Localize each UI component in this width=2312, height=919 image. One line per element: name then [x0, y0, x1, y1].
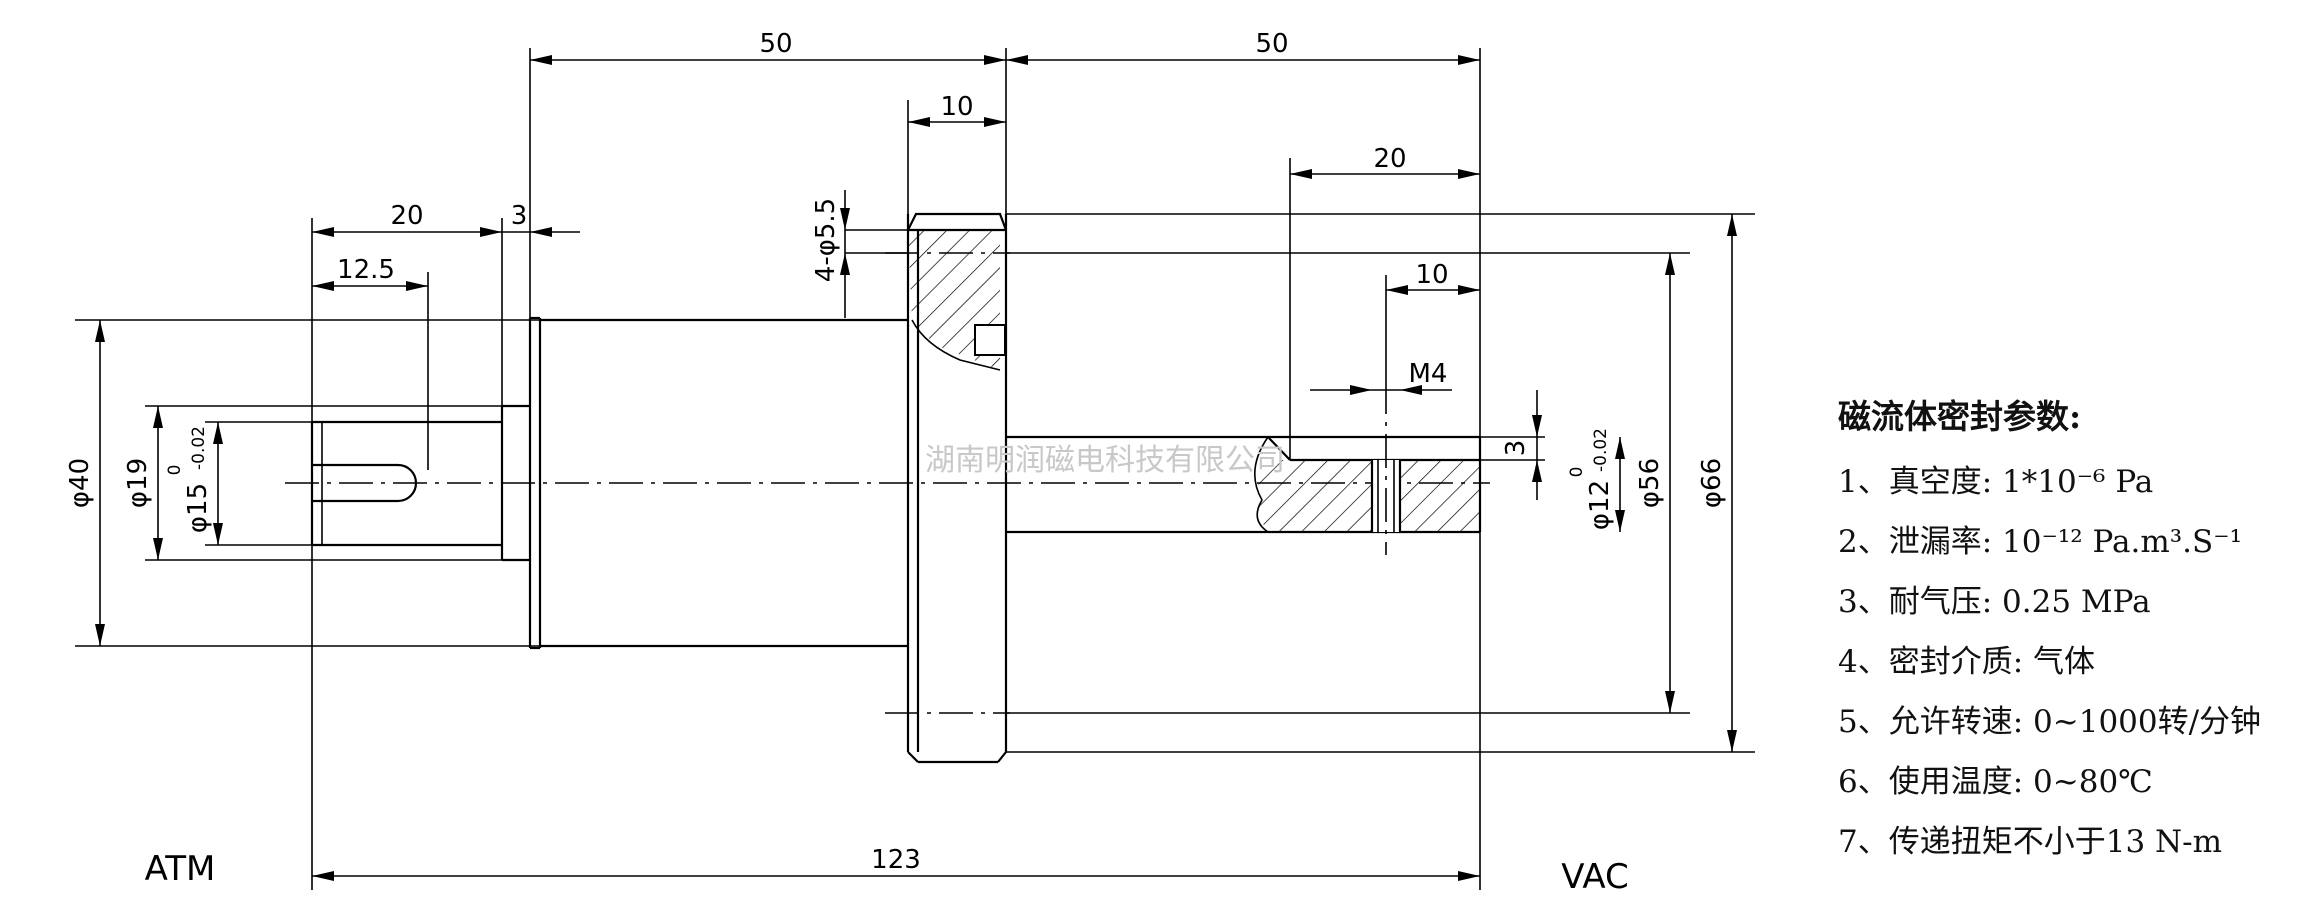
housing-body: [538, 318, 908, 648]
dim-3-left: 3: [511, 201, 528, 231]
dim-m4: M4: [1409, 359, 1448, 389]
dim-20-left: 20: [390, 201, 423, 231]
dim-phi15-tol-lower: -0.02: [189, 426, 209, 470]
dim-12-5: 12.5: [337, 255, 395, 285]
param-temperature: 6、使用温度: 0~80℃: [1838, 764, 2153, 800]
dim-phi56: φ56: [1635, 458, 1665, 508]
dim-phi12-tol-lower: -0.02: [1591, 428, 1611, 472]
param-pressure: 3、耐气压: 0.25 MPa: [1838, 584, 2151, 620]
dim-phi19: φ19: [123, 458, 153, 508]
param-vacuum: 1、真空度: 1*10⁻⁶ Pa: [1838, 464, 2154, 500]
dim-123: 123: [871, 845, 921, 875]
company-watermark: 湖南明润磁电科技有限公司: [925, 443, 1285, 478]
atm-label: ATM: [145, 849, 216, 889]
param-speed: 5、允许转速: 0~1000转/分钟: [1838, 704, 2262, 740]
dimension-labels: 50 50 10 20 3 12.5 20 10 M4 123 3 φ40 φ1…: [65, 29, 1727, 875]
dim-holes: 4-φ5.5: [811, 198, 841, 282]
mounting-flange: [906, 212, 1008, 764]
dim-phi15-tol-upper: 0: [165, 465, 185, 476]
param-leak-rate: 2、泄漏率: 10⁻¹² Pa.m³.S⁻¹: [1838, 524, 2243, 560]
dim-50-left: 50: [759, 29, 792, 59]
dimension-lines: [95, 55, 1737, 881]
seal-parameters-panel: 磁流体密封参数: 1、真空度: 1*10⁻⁶ Pa 2、泄漏率: 10⁻¹² P…: [1838, 390, 2308, 872]
right-shaft: [1006, 380, 1482, 555]
dim-phi40: φ40: [65, 458, 95, 508]
dim-phi12-tol-upper: 0: [1567, 467, 1587, 478]
dim-phi12: φ12: [1585, 480, 1615, 530]
dim-10-flange: 10: [940, 92, 973, 122]
dim-phi66: φ66: [1697, 458, 1727, 508]
flange-extension-lines: [1006, 213, 1755, 753]
param-medium: 4、密封介质: 气体: [1838, 644, 2096, 680]
dim-20-right: 20: [1373, 144, 1406, 174]
dim-phi15: φ15: [183, 483, 213, 533]
param-torque: 7、传递扭矩不小于13 N-m: [1838, 824, 2223, 860]
dim-50-right: 50: [1255, 29, 1288, 59]
dim-10-right: 10: [1415, 260, 1448, 290]
parameters-title: 磁流体密封参数:: [1838, 397, 2082, 436]
extension-lines: [75, 48, 1481, 890]
dim-3-right: 3: [1501, 440, 1531, 457]
vac-label: VAC: [1561, 857, 1629, 897]
